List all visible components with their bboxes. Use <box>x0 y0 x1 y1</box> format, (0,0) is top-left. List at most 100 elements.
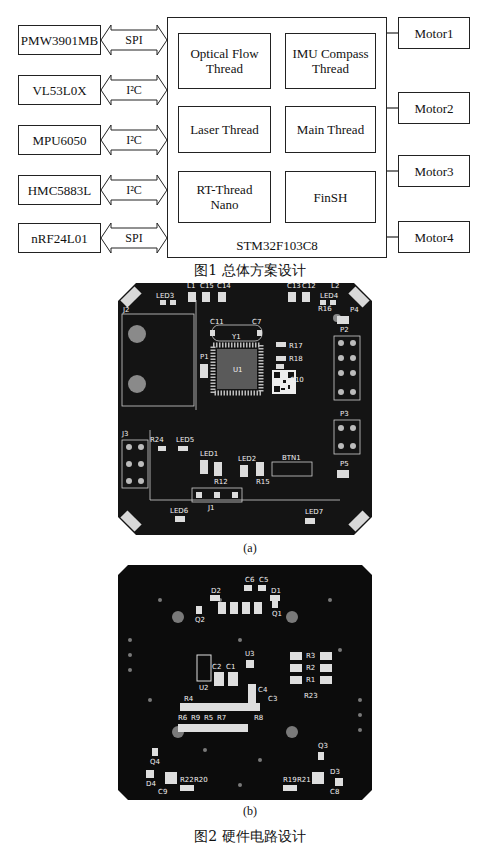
component-designator: LED6 <box>170 507 188 515</box>
node-label: FinSH <box>312 190 350 205</box>
motor-box: Motor2 <box>398 92 470 124</box>
bus-arrow <box>101 223 167 253</box>
component-designator: R20 <box>194 776 208 784</box>
motor-box: Motor3 <box>398 155 470 187</box>
component-designator: BTN1 <box>282 454 301 462</box>
component-designator: D2 <box>211 587 221 595</box>
thread-box: FinSH <box>285 171 376 223</box>
component-designator: LED3 <box>156 292 174 300</box>
component-designator: C11 <box>210 318 224 326</box>
thread-box: RT-Thread Nano <box>178 171 271 223</box>
thread-box: Optical Flow Thread <box>178 33 271 89</box>
component-designator: L1 <box>187 282 195 290</box>
component-designator: C12 <box>302 282 316 290</box>
component-designator: LED1 <box>200 450 218 458</box>
component-designator: R16 <box>318 305 332 313</box>
thread-box: Laser Thread <box>178 106 271 153</box>
bus-label: SPI <box>125 231 142 245</box>
component-designator: C5 <box>259 576 268 584</box>
component-designator: C13 <box>287 282 301 290</box>
component-designator: LED2 <box>238 455 256 463</box>
component-designator: R22 <box>180 776 194 784</box>
component-designator: C3 <box>268 695 277 703</box>
node-label: nRF24L01 <box>29 231 89 246</box>
bus-label: I²C <box>126 183 142 197</box>
sensor-box: MPU6050 <box>18 125 101 155</box>
thread-box: IMU Compass Thread <box>285 33 376 89</box>
motor-line <box>387 170 398 171</box>
component-designator: R6 <box>178 714 187 722</box>
bus-label: I²C <box>126 133 142 147</box>
bus-arrow <box>101 175 167 205</box>
component-designator: P3 <box>340 410 349 418</box>
component-designator: J2 <box>123 306 130 314</box>
component-designator: U3 <box>245 650 255 658</box>
component-designator: R3 <box>306 652 315 660</box>
component-designator: R7 <box>217 714 226 722</box>
component-designator: LED7 <box>305 508 323 516</box>
component-designator: L2 <box>331 282 339 290</box>
motor-line <box>387 236 398 237</box>
mcu-box: STM32F103C8 Optical Flow Thread IMU Compas… <box>167 17 387 258</box>
component-designator: R1 <box>306 676 315 684</box>
component-designator: R9 <box>191 714 200 722</box>
node-label: HMC5883L <box>26 183 94 198</box>
component-designator: C14 <box>217 282 231 290</box>
component-designator: Q1 <box>272 610 282 618</box>
motor-box: Motor4 <box>398 221 470 253</box>
component-designator: R23 <box>304 692 318 700</box>
sensor-box: nRF24L01 <box>18 223 101 253</box>
component-designator: U1 <box>233 366 243 374</box>
sensor-box: PMW3901MB <box>18 25 101 55</box>
subfigure-label: (a) <box>243 541 256 555</box>
figure-caption: 图2 硬件电路设计 <box>194 828 305 844</box>
sensor-box: HMC5883L <box>18 175 101 205</box>
component-designator: P2 <box>340 326 349 334</box>
component-designator: R8 <box>254 714 263 722</box>
component-designator: R2 <box>306 664 315 672</box>
component-designator: R4 <box>184 695 193 703</box>
node-label: Laser Thread <box>188 122 261 137</box>
component-designator: Y1 <box>232 333 241 341</box>
component-designator: C2 <box>212 663 221 671</box>
component-designator: R19 <box>283 776 297 784</box>
component-designator: C4 <box>258 686 267 694</box>
component-designator: P4 <box>350 306 359 314</box>
node-label: Motor4 <box>413 230 456 245</box>
component-designator: D4 <box>146 780 156 788</box>
node-label: IMU Compass Thread <box>286 46 375 76</box>
component-designator: P1 <box>200 353 209 361</box>
component-designator: Q3 <box>318 742 328 750</box>
motor-line <box>387 32 398 33</box>
component-designator: J3 <box>122 430 129 438</box>
component-designator: R12 <box>214 478 228 486</box>
component-designator: U2 <box>199 684 209 692</box>
component-designator: J1 <box>208 504 215 512</box>
bus-arrow <box>101 25 167 55</box>
component-designator: C1 <box>226 663 235 671</box>
component-designator: C6 <box>245 576 254 584</box>
component-designator: R15 <box>256 478 270 486</box>
component-designator: C15 <box>200 282 214 290</box>
node-label: Optical Flow Thread <box>179 46 270 76</box>
node-label: VL53L0X <box>30 83 88 98</box>
component-designator: R21 <box>297 776 311 784</box>
component-designator: C9 <box>158 788 167 796</box>
sensor-box: VL53L0X <box>18 75 101 105</box>
component-designator: R5 <box>204 714 213 722</box>
thread-box: Main Thread <box>285 106 376 153</box>
node-label: Motor1 <box>413 26 456 41</box>
component-designator: C7 <box>252 318 261 326</box>
figure-caption: 图1 总体方案设计 <box>194 262 305 278</box>
bus-label: I²C <box>126 83 142 97</box>
component-designator: LED5 <box>176 436 194 444</box>
component-designator: R17 <box>289 342 303 350</box>
motor-box: Motor1 <box>398 17 470 49</box>
node-label: PMW3901MB <box>19 33 100 48</box>
component-designator: D1 <box>271 587 281 595</box>
bus-arrow <box>101 125 167 155</box>
component-designator: Q4 <box>150 758 160 766</box>
node-label: STM32F103C8 <box>168 238 386 253</box>
